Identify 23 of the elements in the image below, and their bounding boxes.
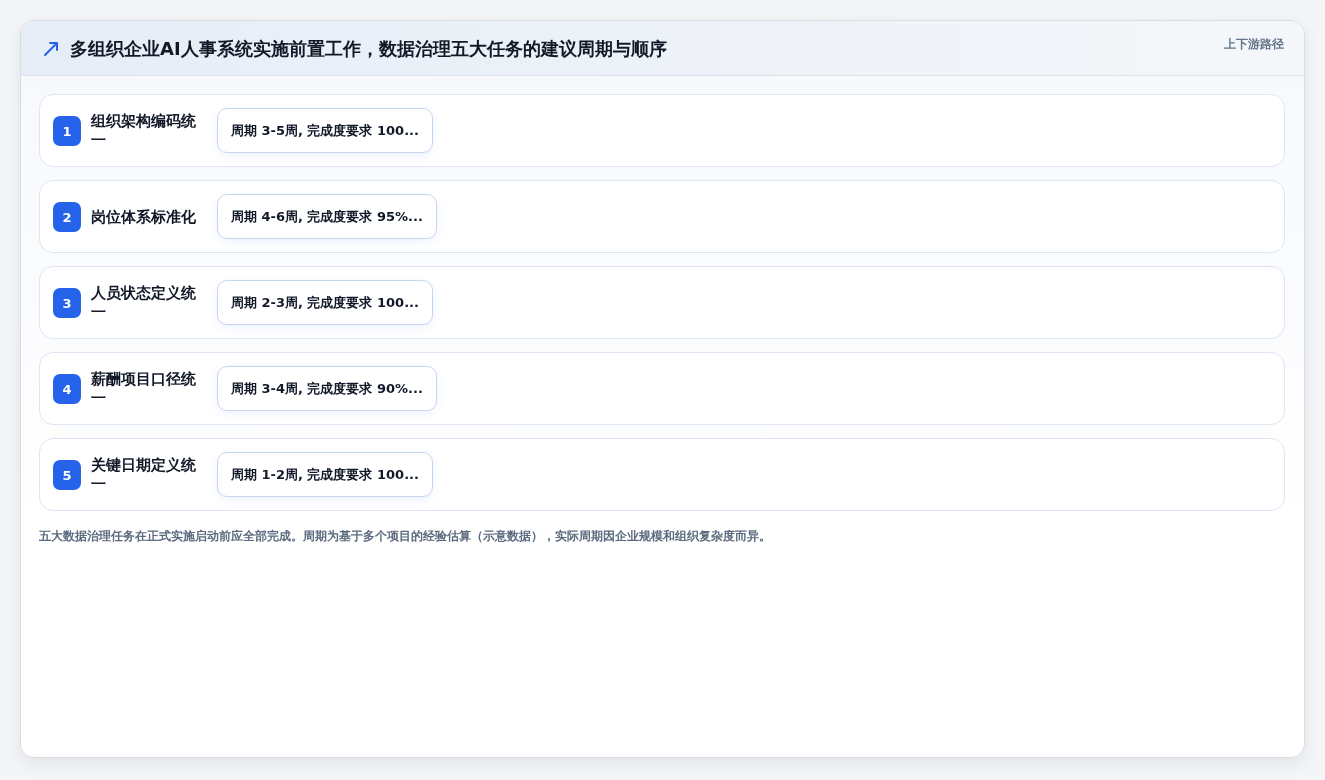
- task-name: 关键日期定义统一: [91, 455, 197, 494]
- step-number: 4: [53, 374, 81, 404]
- task-name: 组织架构编码统一: [91, 111, 197, 150]
- task-card: [39, 438, 1285, 511]
- task-card: [39, 266, 1285, 339]
- step-number: 1: [53, 116, 81, 146]
- duration-pill: 周期 3-5周, 完成度要求 100...: [217, 108, 433, 153]
- task-card: [39, 94, 1285, 167]
- header-note: 上下游路径: [1224, 36, 1284, 52]
- duration-pill: 周期 2-3周, 完成度要求 100...: [217, 280, 433, 325]
- duration-pill: 周期 3-4周, 完成度要求 90%...: [217, 366, 437, 411]
- task-name: 岗位体系标准化: [91, 207, 197, 226]
- task-card: [39, 180, 1285, 253]
- step-number: 5: [53, 460, 81, 490]
- task-card: [39, 352, 1285, 425]
- step-number: 3: [53, 288, 81, 318]
- task-name: 薪酬项目口径统一: [91, 369, 197, 408]
- title: 多组织企业AI人事系统实施前置工作，数据治理五大任务的建议周期与顺序: [70, 37, 667, 61]
- step-number: 2: [53, 202, 81, 232]
- task-name: 人员状态定义统一: [91, 283, 197, 322]
- duration-pill: 周期 1-2周, 完成度要求 100...: [217, 452, 433, 497]
- duration-pill: 周期 4-6周, 完成度要求 95%...: [217, 194, 437, 239]
- footnote: 五大数据治理任务在正式实施启动前应全部完成。周期为基于多个项目的经验估算（示意数据），实际周期因企业规模和组织复杂度而异。: [39, 528, 771, 544]
